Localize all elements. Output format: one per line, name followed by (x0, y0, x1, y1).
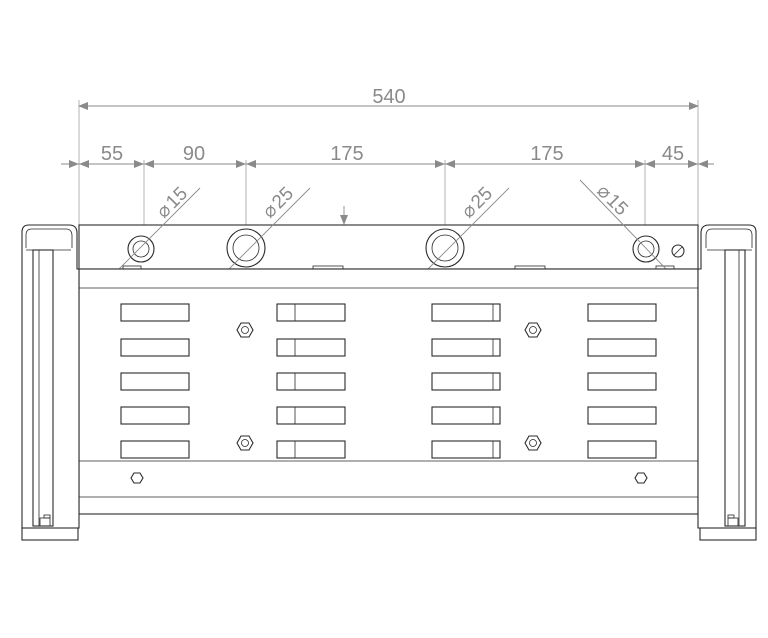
vent-plug (671, 244, 685, 258)
dimension-spacing-2: 175 (330, 143, 363, 165)
dimension-spacing-1: 90 (183, 143, 205, 165)
top-rail (78, 224, 699, 271)
slot-column-2 (276, 303, 346, 459)
hex-head-lower-left (130, 472, 144, 484)
hex-nut-bottom-left (236, 435, 254, 451)
svg-text:⌀25: ⌀25 (458, 183, 497, 222)
end-cap-left (21, 224, 80, 541)
dimension-chain: 55 90 175 175 45 (61, 143, 714, 236)
hex-nut-bottom-right (524, 435, 542, 451)
hex-nut-top-right (524, 322, 542, 338)
slot-column-1 (120, 303, 190, 459)
slot-column-4 (587, 303, 657, 459)
hex-head-lower-right (634, 472, 648, 484)
svg-text:⌀25: ⌀25 (259, 183, 298, 222)
dimension-overall: 540 (78, 86, 699, 226)
slot-column-3 (431, 303, 501, 459)
dimension-right-offset: 45 (662, 143, 684, 165)
dimension-overall-label: 540 (372, 86, 405, 108)
dimension-left-offset: 55 (101, 143, 123, 165)
hex-nut-top-left (236, 322, 254, 338)
svg-text:⌀15: ⌀15 (592, 181, 631, 220)
dimension-spacing-3: 175 (530, 143, 563, 165)
svg-text:⌀15: ⌀15 (153, 183, 192, 222)
end-cap-right (697, 224, 757, 541)
